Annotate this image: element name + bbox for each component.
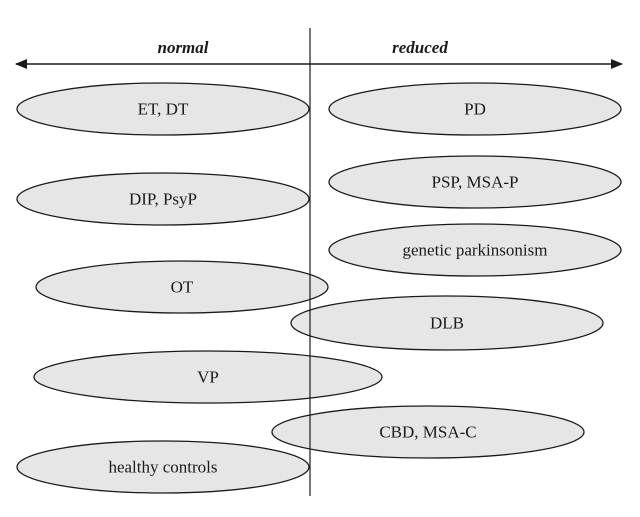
ellipse-psp-msa-p: PSP, MSA-P	[328, 155, 622, 209]
ellipse-pd: PD	[328, 82, 622, 136]
ellipse-cbd-msa-c: CBD, MSA-C	[271, 405, 585, 459]
ellipse-label: healthy controls	[108, 458, 217, 477]
ellipse-dlb: DLB	[290, 295, 604, 351]
axis-label-reduced: reduced	[392, 38, 448, 57]
ellipse-label: genetic parkinsonism	[403, 241, 548, 260]
ellipse-label: PSP, MSA-P	[432, 173, 519, 192]
ellipse-et-dt: ET, DT	[16, 82, 310, 136]
ellipse-genetic-parkinsonism: genetic parkinsonism	[328, 223, 622, 277]
axis-label-normal: normal	[157, 38, 208, 57]
ellipse-label: DLB	[430, 314, 464, 333]
ellipse-label: OT	[171, 278, 194, 297]
ellipse-label: CBD, MSA-C	[379, 423, 476, 442]
ellipse-label: DIP, PsyP	[129, 190, 197, 209]
ellipse-label: VP	[197, 368, 219, 387]
ellipse-ot: OT	[35, 260, 329, 314]
ellipse-label: ET, DT	[138, 100, 189, 119]
ellipse-healthy-controls: healthy controls	[16, 440, 310, 494]
ellipse-label: PD	[464, 100, 486, 119]
ellipse-vp: VP	[33, 350, 383, 404]
ellipse-dip-psyp: DIP, PsyP	[16, 172, 310, 226]
